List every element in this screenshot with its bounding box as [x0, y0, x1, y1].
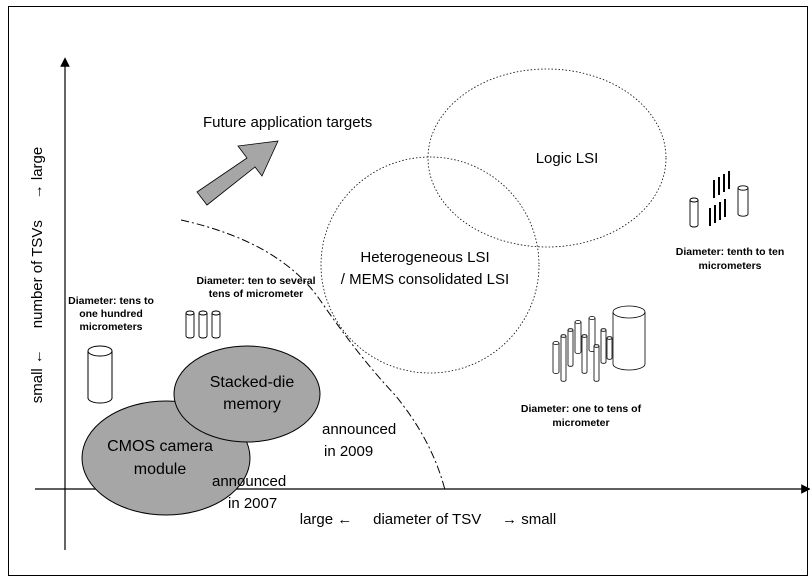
diameter-tenth-line2: micrometers [698, 260, 761, 272]
fine-via-bars-icon [709, 171, 730, 226]
heterogeneous-lsi-region [320, 156, 540, 374]
cylinder-cluster-icon [552, 305, 646, 382]
heterogeneous-label-line2: / MEMS consolidated LSI [341, 271, 509, 288]
diameter-tens-line3: micrometers [79, 321, 142, 333]
diameter-one-line2: micrometer [552, 417, 609, 429]
diameter-tenth-line1: Diameter: tenth to ten [676, 246, 785, 258]
y-axis-label: small ← number of TSVs → large [29, 147, 46, 403]
diameter-one-line1: Diameter: one to tens of [521, 403, 642, 415]
cmos-label-line1: CMOS camera [107, 438, 213, 455]
future-arrow [196, 140, 279, 206]
diameter-tens-line2: one hundred [79, 308, 143, 320]
logic-lsi-label: Logic LSI [536, 150, 599, 167]
stacked-die-label-line2: memory [223, 396, 281, 413]
diameter-ten-line2: tens of micrometer [209, 288, 304, 300]
heterogeneous-label-line1: Heterogeneous LSI [360, 249, 489, 266]
large-cylinder-icon [87, 345, 113, 404]
stacked-die-region [173, 345, 321, 443]
diameter-ten-line1: Diameter: ten to several [196, 275, 315, 287]
announced-2009-line1: announced [322, 421, 396, 438]
x-axis-label: large ← diameter of TSV → small [300, 511, 556, 528]
announced-2009-line2: in 2009 [324, 443, 373, 460]
logic-lsi-region [427, 68, 667, 248]
medium-cylinders-icon [185, 310, 221, 339]
diameter-tens-line1: Diameter: tens to [68, 295, 154, 307]
cmos-label-line2: module [134, 461, 187, 478]
boundary-curve [180, 219, 446, 491]
announced-2007-line2: in 2007 [228, 495, 277, 512]
small-cylinders-icon [689, 185, 749, 228]
future-targets-label: Future application targets [203, 114, 372, 131]
stacked-die-label-line1: Stacked-die [210, 374, 295, 391]
announced-2007-line1: announced [212, 473, 286, 490]
